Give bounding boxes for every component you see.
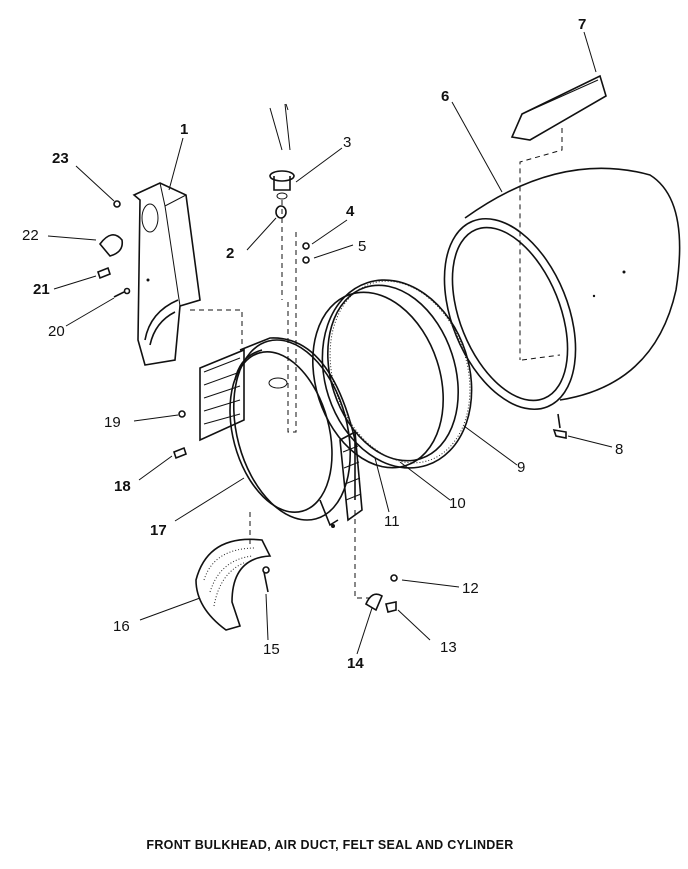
callout-10: 10 bbox=[449, 495, 466, 512]
callout-2: 2 bbox=[226, 245, 234, 262]
callout-3: 3 bbox=[343, 134, 351, 151]
front-bulkhead bbox=[199, 337, 363, 528]
callout-7: 7 bbox=[578, 16, 586, 33]
callout-11: 11 bbox=[384, 513, 400, 530]
callout-16: 16 bbox=[113, 618, 130, 635]
air-duct bbox=[132, 182, 243, 366]
lint-filter-seal bbox=[195, 512, 272, 631]
screws-18-19 bbox=[173, 410, 187, 460]
callout-19: 19 bbox=[104, 414, 121, 431]
screws-20-23 bbox=[97, 200, 131, 298]
screws-4-5 bbox=[287, 232, 310, 433]
callout-6: 6 bbox=[441, 88, 449, 105]
screw-8 bbox=[552, 413, 567, 439]
leader-lines bbox=[47, 31, 613, 655]
callout-9: 9 bbox=[517, 459, 525, 476]
diagram-caption: FRONT BULKHEAD, AIR DUCT, FELT SEAL AND … bbox=[146, 838, 514, 852]
callout-12: 12 bbox=[462, 580, 479, 597]
callout-labels: 1 2 3 4 5 6 7 8 9 10 11 12 13 14 15 16 1… bbox=[22, 16, 623, 672]
callout-5: 5 bbox=[358, 238, 366, 255]
callout-21: 21 bbox=[33, 281, 50, 298]
baffle bbox=[510, 74, 607, 361]
callout-22: 22 bbox=[22, 227, 39, 244]
callout-8: 8 bbox=[615, 441, 623, 458]
cylinder bbox=[443, 167, 681, 411]
callout-1: 1 bbox=[180, 121, 188, 138]
callout-13: 13 bbox=[440, 639, 457, 656]
callout-18: 18 bbox=[114, 478, 131, 495]
callout-14: 14 bbox=[347, 655, 364, 672]
callout-15: 15 bbox=[263, 641, 280, 658]
felt-seal bbox=[312, 279, 473, 469]
callout-17: 17 bbox=[150, 522, 167, 539]
callout-20: 20 bbox=[48, 323, 65, 340]
thermostat bbox=[269, 103, 295, 300]
callout-4: 4 bbox=[346, 203, 355, 220]
callout-23: 23 bbox=[52, 150, 69, 167]
clips-12-14 bbox=[354, 510, 398, 613]
